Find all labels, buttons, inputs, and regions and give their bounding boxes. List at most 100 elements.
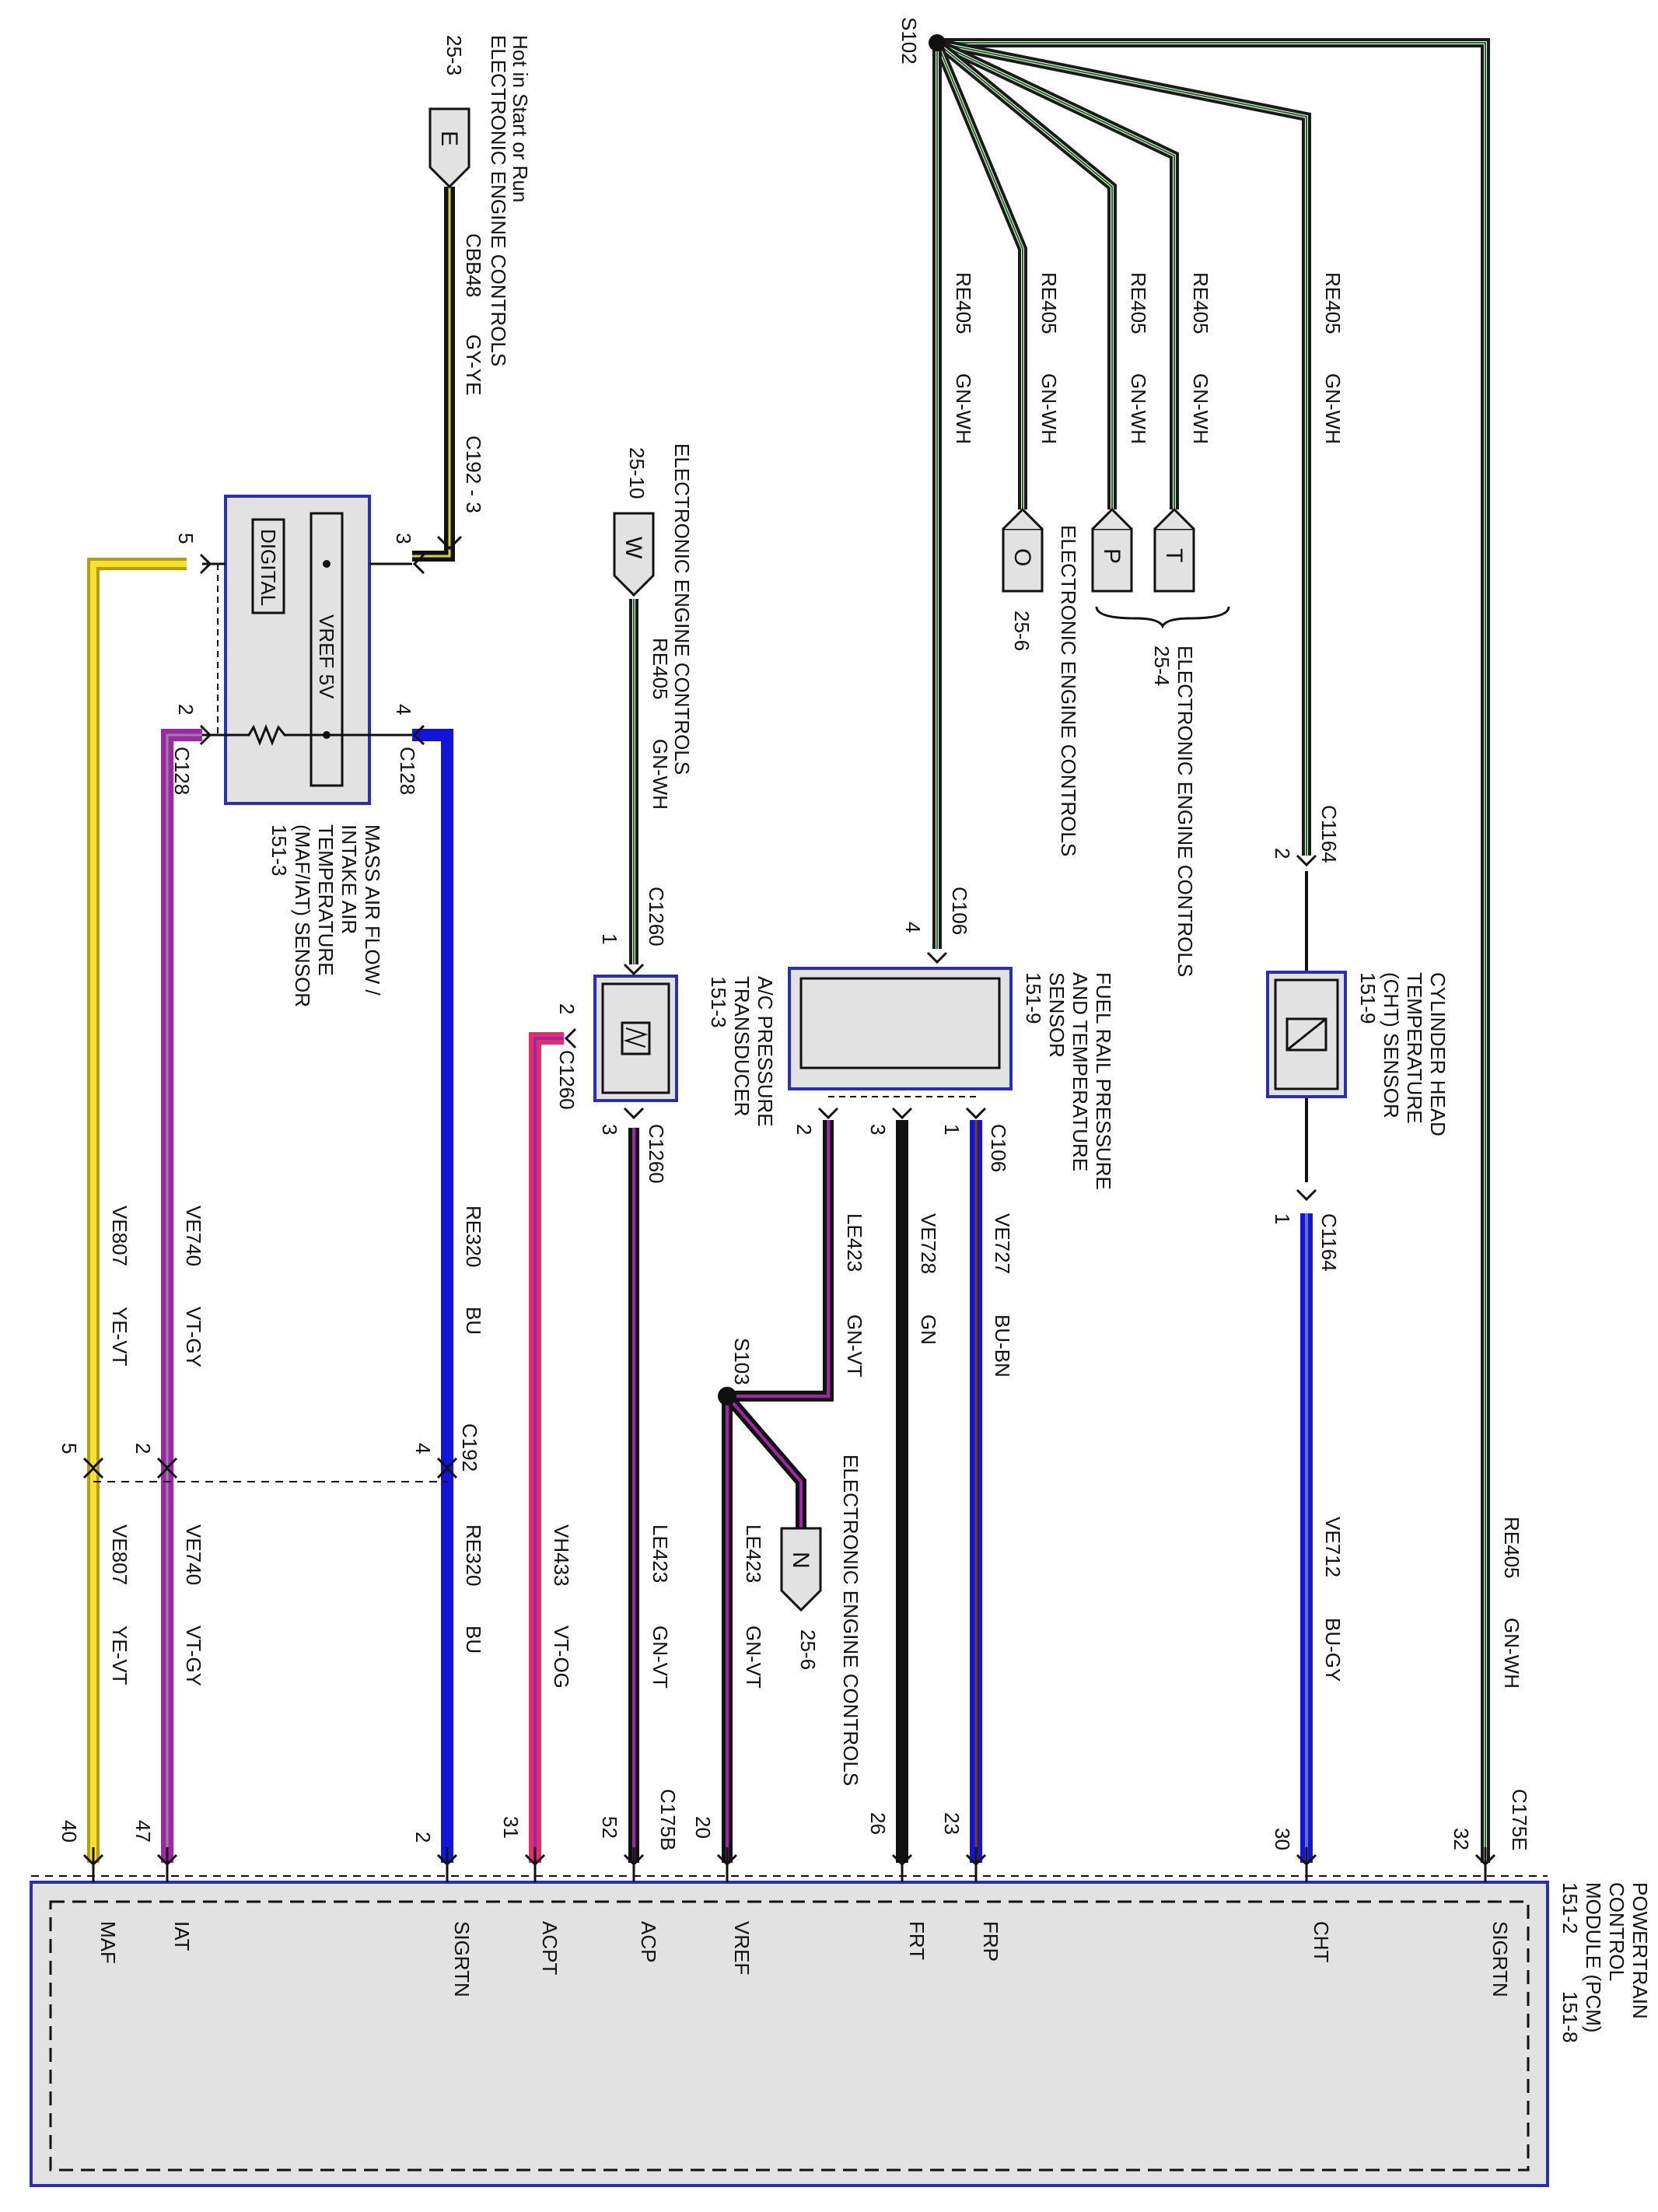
cht-sensor	[1266, 854, 1347, 1202]
wire-le423-n	[722, 1392, 806, 1528]
pcm-connector-b: C175B	[656, 1789, 680, 1851]
maf-vref-label: VREF 5V	[315, 614, 338, 699]
wire-label-re320-b-color: BU	[462, 1626, 485, 1654]
cht-ref: 151-9	[1356, 972, 1380, 1024]
wire-label-re405-pcm-color: GN-WH	[1500, 1618, 1523, 1689]
pcm-label-vref: VREF	[730, 1921, 754, 1975]
frp-pin-3: 3	[866, 1124, 890, 1135]
acp-connector-top: C1260	[645, 887, 668, 947]
maf-pin-5: 5	[174, 533, 198, 544]
acp-ref: 151-3	[707, 976, 730, 1028]
maf-digital-label: DIGITAL	[257, 529, 280, 606]
pcm-label-frp: FRP	[979, 1921, 1002, 1962]
wire-label-ve740-a-color: VT-GY	[182, 1307, 205, 1367]
page-ref-n-ref: 25-6	[796, 1629, 820, 1670]
acp-title-2: TRANSDUCER	[730, 976, 754, 1117]
wire-label-le423-vref-color: GN-VT	[742, 1626, 765, 1689]
splice-s103-label: S103	[730, 1338, 754, 1385]
wire-label-ve807-a-color: YE-VT	[108, 1307, 131, 1367]
pcm-label-acpt: ACPT	[538, 1921, 561, 1975]
cbb48-color: GY-YE	[462, 334, 485, 396]
wire-label-re320-b-circuit: RE320	[462, 1524, 485, 1587]
pcm-title-1: POWERTRAIN	[1628, 1882, 1652, 2019]
page-ref-n-title: ELECTRONIC ENGINE CONTROLS	[839, 1454, 862, 1786]
wire-label-vh433-circuit: VH433	[550, 1524, 573, 1587]
frp-ref: 151-9	[1022, 972, 1045, 1024]
wire-label-ve807-a-circuit: VE807	[108, 1206, 131, 1266]
wire-label-re405-cht-circuit: RE405	[1321, 272, 1345, 334]
cht-title-3: (CHT) SENSOR	[1380, 972, 1403, 1118]
wires	[87, 38, 1490, 1863]
pcm-label-sigrtn-top: SIGRTN	[1488, 1921, 1512, 1997]
page-ref-pt-ref: 25-4	[1150, 646, 1174, 686]
cht-title-2: TEMPERATURE	[1403, 972, 1426, 1124]
power-line-2: ELECTRONIC ENGINE CONTROLS	[487, 35, 510, 366]
maf-sensor	[199, 495, 425, 805]
cht-connector-top: C1164	[1317, 805, 1341, 863]
cht-pin-2: 2	[1271, 848, 1294, 859]
pcm-title-3: MODULE (PCM)	[1582, 1882, 1605, 2033]
pcm-pins	[82, 1847, 1496, 1882]
maf-pin-2: 2	[174, 704, 198, 715]
maf-title-2: INTAKE AIR	[338, 824, 361, 934]
cht-title-1: CYLINDER HEAD	[1426, 972, 1450, 1136]
splice-s103	[718, 1387, 736, 1405]
wire-label-le423-frp-circuit: LE423	[843, 1213, 866, 1272]
frp-title-2: AND TEMPERATURE	[1069, 972, 1092, 1171]
pcm-pin-26: 26	[866, 1812, 890, 1835]
wire-label-re405-acp-circuit: RE405	[649, 638, 672, 700]
frp-sensor	[788, 951, 1013, 1120]
maf-ref: 151-3	[268, 824, 291, 877]
page-ref-o-title: ELECTRONIC ENGINE CONTROLS	[1057, 525, 1080, 856]
wire-label-re405-t-color: GN-WH	[1189, 373, 1212, 444]
page-ref-o-label: O	[1009, 548, 1035, 566]
page-ref-t-label: T	[1161, 548, 1187, 562]
wire-label-le423-vref-circuit: LE423	[742, 1524, 765, 1583]
wire-label-re320-a-color: BU	[462, 1307, 485, 1335]
pcm-label-frt: FRT	[905, 1921, 929, 1960]
pcm-pin-32: 32	[1450, 1828, 1473, 1850]
page-ref-pt-brace	[1095, 606, 1230, 629]
page-ref-o-ref: 25-6	[1010, 611, 1034, 651]
pcm-title-2: CONTROL	[1605, 1882, 1628, 1981]
c192-top-label: C192 - 3	[462, 436, 485, 513]
page-ref-p-label: P	[1099, 548, 1125, 564]
maf-connector-left: C128	[170, 747, 194, 795]
maf-pin-3: 3	[392, 533, 415, 544]
wire-label-ve727-circuit: VE727	[991, 1213, 1014, 1274]
cht-connector-bottom: C1164	[1317, 1213, 1341, 1272]
power-line-1: Hot in Start or Run	[509, 35, 532, 202]
c192-pin-4: 4	[411, 1443, 435, 1454]
wire-label-ve712-color: BU-GY	[1321, 1618, 1345, 1682]
power-ref: 25-3	[442, 35, 466, 75]
acp-connector-bottom: C1260	[645, 1124, 668, 1184]
page-ref-n-label: N	[788, 1552, 813, 1569]
frp-connector-top: C106	[948, 887, 971, 935]
wire-ve740	[161, 729, 202, 1863]
pcm-pin-23: 23	[940, 1812, 964, 1835]
pcm-ref-b: 151-8	[1558, 1991, 1582, 2043]
power-flag-e	[428, 107, 470, 189]
acp-connector-side: C1260	[555, 1050, 579, 1110]
wire-label-ve728-circuit: VE728	[917, 1213, 940, 1274]
page-ref-n	[780, 1527, 822, 1612]
wire-label-re405-frp-circuit: RE405	[952, 272, 975, 334]
splice-s102-label: S102	[897, 17, 921, 65]
frp-connector-bottom: C106	[987, 1124, 1010, 1172]
page-ref-w-label: W	[621, 537, 646, 559]
wire-label-re405-p-circuit: RE405	[1127, 272, 1150, 334]
acp-pin-3: 3	[598, 1124, 621, 1135]
frp-title-1: FUEL RAIL PRESSURE	[1092, 972, 1115, 1190]
cbb48-circuit: CBB48	[462, 233, 485, 297]
pcm-connector-e: C175E	[1508, 1789, 1531, 1851]
frp-title-3: SENSOR	[1045, 972, 1069, 1058]
maf-pin-4: 4	[392, 704, 415, 715]
maf-title-1: MASS AIR FLOW /	[361, 824, 384, 996]
pcm-label-sigrtn-bot: SIGRTN	[450, 1921, 474, 1997]
acp-sensor	[564, 963, 678, 1120]
acp-pin-2: 2	[555, 1003, 579, 1014]
pcm-label-cht: CHT	[1310, 1921, 1333, 1963]
wire-vh433	[529, 1032, 564, 1863]
wire-label-re405-p-color: GN-WH	[1127, 373, 1150, 444]
